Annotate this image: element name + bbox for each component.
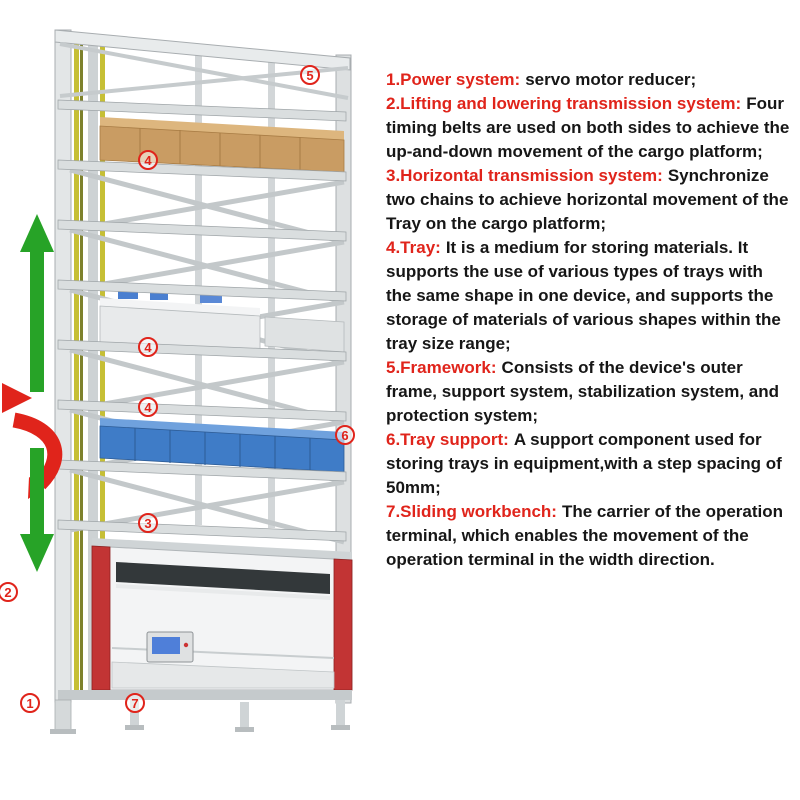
legend-item-tray: 4.Tray:It is a medium for storing materi… bbox=[386, 236, 790, 356]
operation-terminal-screen bbox=[146, 631, 194, 663]
callout-tray-mid: 4 bbox=[138, 337, 158, 357]
callout-power: 1 bbox=[20, 693, 40, 713]
legend-item-framework: 5.Framework:Consists of the device's out… bbox=[386, 356, 790, 428]
legend-item-tray-body: It is a medium for storing materials. It… bbox=[386, 238, 781, 353]
legend-item-tray-label: 4.Tray: bbox=[386, 238, 441, 257]
callout-tray-top: 4 bbox=[138, 150, 158, 170]
callout-horizontal: 3 bbox=[138, 513, 158, 533]
legend-item-lifting-label: 2.Lifting and lowering transmission syst… bbox=[386, 94, 742, 113]
timing-belt-strips bbox=[74, 40, 105, 692]
legend-item-horizontal-label: 3.Horizontal transmission system: bbox=[386, 166, 663, 185]
legend-item-horizontal-body: Synchronize two chains to achieve horizo… bbox=[386, 166, 789, 233]
legend-text: 1.Power system:servo motor reducer; 2.Li… bbox=[386, 68, 790, 572]
legend-item-framework-body: Consists of the device's outer frame, su… bbox=[386, 358, 780, 425]
legend-item-lifting: 2.Lifting and lowering transmission syst… bbox=[386, 92, 790, 164]
legend-item-horizontal: 3.Horizontal transmission system:Synchro… bbox=[386, 164, 790, 236]
callout-framework: 5 bbox=[300, 65, 320, 85]
machine-illustration bbox=[2, 29, 353, 734]
cardboard-boxes bbox=[99, 117, 345, 173]
legend-item-tray-support-label: 6.Tray support: bbox=[386, 430, 509, 449]
bottom-cabinet bbox=[91, 538, 353, 691]
red-pillar-left bbox=[91, 545, 111, 691]
callout-tray-low: 4 bbox=[138, 397, 158, 417]
legend-item-workbench-body: The carrier of the operation terminal, w… bbox=[386, 502, 784, 569]
down-arrow bbox=[20, 448, 54, 572]
callout-tray-support: 6 bbox=[335, 425, 355, 445]
sliding-workbench bbox=[111, 661, 335, 689]
legend-item-lifting-body: Four timing belts are used on both sides… bbox=[386, 94, 790, 161]
shelf-beams bbox=[57, 99, 347, 542]
pick-window bbox=[116, 562, 330, 594]
blue-bins bbox=[99, 418, 345, 473]
callout-lifting: 2 bbox=[0, 582, 18, 602]
top-frame bbox=[54, 29, 351, 100]
legend-item-tray-support: 6.Tray support:A support component used … bbox=[386, 428, 790, 500]
legend-item-workbench: 7.Sliding workbench:The carrier of the o… bbox=[386, 500, 790, 572]
callout-workbench: 7 bbox=[125, 693, 145, 713]
legend-item-power-label: 1.Power system: bbox=[386, 70, 521, 89]
up-arrow bbox=[20, 214, 54, 392]
red-pillar-right bbox=[333, 558, 353, 691]
legend-item-power: 1.Power system:servo motor reducer; bbox=[386, 68, 790, 92]
legend-item-power-body: servo motor reducer; bbox=[525, 70, 697, 89]
legend-item-workbench-label: 7.Sliding workbench: bbox=[386, 502, 557, 521]
legend-item-framework-label: 5.Framework: bbox=[386, 358, 497, 377]
horizontal-arrow bbox=[2, 383, 32, 413]
legend-item-tray-support-body: A support component used for storing tra… bbox=[386, 430, 782, 497]
base-and-feet bbox=[50, 690, 352, 734]
